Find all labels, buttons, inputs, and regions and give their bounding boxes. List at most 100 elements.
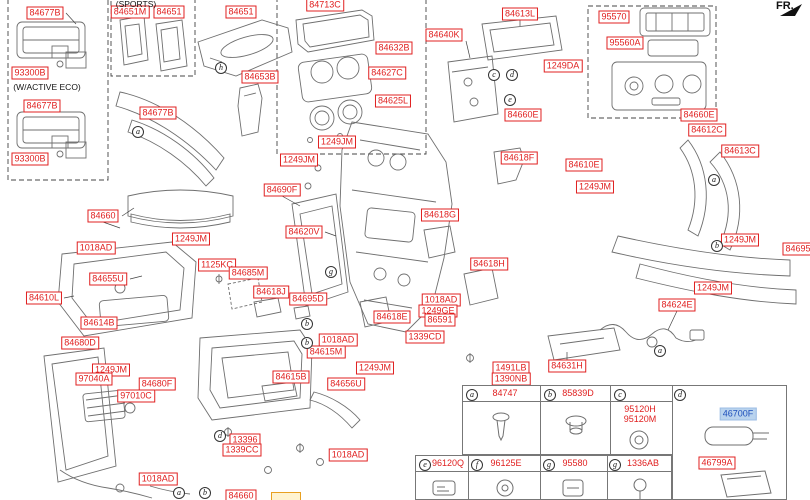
aux-jack-thumbnail [496,479,514,497]
part-label-93300B[interactable]: 93300B [11,66,49,80]
part-label-1125KC[interactable]: 1125KC [198,258,236,272]
part-label-1249JM[interactable]: 1249JM [720,233,760,247]
part-label-84713C[interactable]: 84713C [306,0,344,12]
part-label-84618E[interactable]: 84618E [373,310,411,324]
part-label-84660[interactable]: 84660 [87,209,119,223]
part-label-1249JM[interactable]: 1249JM [693,281,733,295]
callout-a: a [173,482,185,500]
part-number-95120M[interactable]: 95120M [623,414,657,424]
callout-a: a [708,169,720,187]
part-label-95570[interactable]: 95570 [598,10,630,24]
callout-h: h [215,57,227,75]
part-label-84677B[interactable]: 84677B [23,99,61,113]
part-label-84632B[interactable]: 84632B [375,41,413,55]
part-label-84618J[interactable]: 84618J [253,285,289,299]
part-number-1336AB[interactable]: 1336AB [626,458,660,468]
part-label-84660E[interactable]: 84660E [680,108,718,122]
part-label-84690F[interactable]: 84690F [263,183,301,197]
part-label-84618G[interactable]: 84618G [420,208,460,222]
table-callout-a: a [466,388,478,401]
part-label-84677B[interactable]: 84677B [139,106,177,120]
switch-thumbnail [562,479,584,497]
callout-b: b [301,332,313,350]
part-label-1339CC[interactable]: 1339CC [222,443,262,457]
part-label-84660[interactable]: 84660 [225,489,257,500]
part-label-84656U[interactable]: 84656U [327,377,365,391]
part-label-84631H[interactable]: 84631H [548,359,586,373]
callout-c: c [488,64,500,82]
part-label-1018AD[interactable]: 1018AD [328,448,368,462]
part-label-84685M[interactable]: 84685M [228,266,268,280]
part-label-84625L[interactable]: 84625L [374,94,412,108]
table-callout-d: d [674,388,686,401]
part-number-95580[interactable]: 95580 [562,458,588,468]
part-label-97010C[interactable]: 97010C [117,389,155,403]
part-label-1018AD[interactable]: 1018AD [138,472,178,486]
part-label-1018AD[interactable]: 1018AD [76,241,116,255]
part-label-86591[interactable]: 86591 [424,313,456,327]
part-label-84655U[interactable]: 84655U [89,272,127,286]
part-label-84651[interactable]: 84651 [225,5,257,19]
part-label-84677B[interactable]: 84677B [26,6,64,20]
part-label-84640K[interactable]: 84640K [425,28,463,42]
option-note: (SPORTS) [115,0,157,9]
part-label-84613C[interactable]: 84613C [721,144,759,158]
part-label-84618F[interactable]: 84618F [500,151,538,165]
part-label-93300B[interactable]: 93300B [11,152,49,166]
option-note: (W/ACTIVE ECO) [13,82,81,92]
usb-port-thumbnail [432,480,456,496]
callout-b: b [711,235,723,253]
part-label-1249JM[interactable]: 1249JM [355,361,395,375]
callout-b: b [199,482,211,500]
boot-cover-thumbnail [720,470,772,498]
table-callout-f: f [471,458,483,471]
part-label-1249JM[interactable]: 1249JM [575,180,615,194]
fr-arrow-icon [780,4,802,16]
part-label-84620V[interactable]: 84620V [285,225,323,239]
part-number-85839D[interactable]: 85839D [562,388,594,398]
part-label-84680F[interactable]: 84680F [138,377,176,391]
part-label-84651[interactable]: 84651 [153,5,185,19]
part-label-84660E[interactable]: 84660E [504,108,542,122]
part-label-84610E[interactable]: 84610E [565,158,603,172]
part-number-96120Q[interactable]: 96120Q [431,458,465,468]
part-label-1249JM[interactable]: 1249JM [171,232,211,246]
part-label-84614B[interactable]: 84614B [80,316,118,330]
part-label-84651M[interactable]: 84651M [110,5,150,19]
part-label-84615M[interactable]: 84615M [306,345,346,359]
part-number-84747[interactable]: 84747 [492,388,518,398]
fr-label: FR. [776,0,794,12]
part-number-96125E[interactable]: 96125E [490,458,522,468]
table-callout-g2: g [609,458,621,471]
part-label-84610L[interactable]: 84610L [25,291,63,305]
part-label-1249JM[interactable]: 1249JM [317,135,357,149]
fr-direction-indicator: FR. [776,0,794,12]
part-label-46700F-selected[interactable]: 46700F [719,407,757,421]
part-label-84627C[interactable]: 84627C [368,66,406,80]
part-label-84618H[interactable]: 84618H [470,257,508,271]
part-label-84613L[interactable]: 84613L [501,7,539,21]
reference-table: a 84747 b 85839D c 95120H 95120M d 46700… [415,385,810,500]
part-label-46799A[interactable]: 46799A [698,456,736,470]
bolt-thumbnail [633,478,647,499]
part-label-84612C[interactable]: 84612C [688,123,726,137]
table-callout-e: e [419,458,431,471]
table-callout-b: b [544,388,556,401]
part-number-95120H[interactable]: 95120H [624,404,656,414]
part-label-84624E[interactable]: 84624E [658,298,696,312]
part-label-84695[interactable]: 84695 [782,242,810,256]
part-label-95560A[interactable]: 95560A [606,36,644,50]
part-label-1390NB[interactable]: 1390NB [491,372,531,386]
part-label-1339CD[interactable]: 1339CD [405,330,445,344]
part-label-84615B[interactable]: 84615B [272,370,310,384]
part-label-84695D[interactable]: 84695D [289,292,327,306]
part-label-84680D[interactable]: 84680D [61,336,99,350]
knob-thumbnail [704,426,769,446]
part-label-1249JM[interactable]: 1249JM [279,153,319,167]
part-label-84653B[interactable]: 84653B [241,70,279,84]
part-label-1249DA[interactable]: 1249DA [543,59,583,73]
callout-a: a [132,121,144,139]
part-label-97040A[interactable]: 97040A [75,372,113,386]
